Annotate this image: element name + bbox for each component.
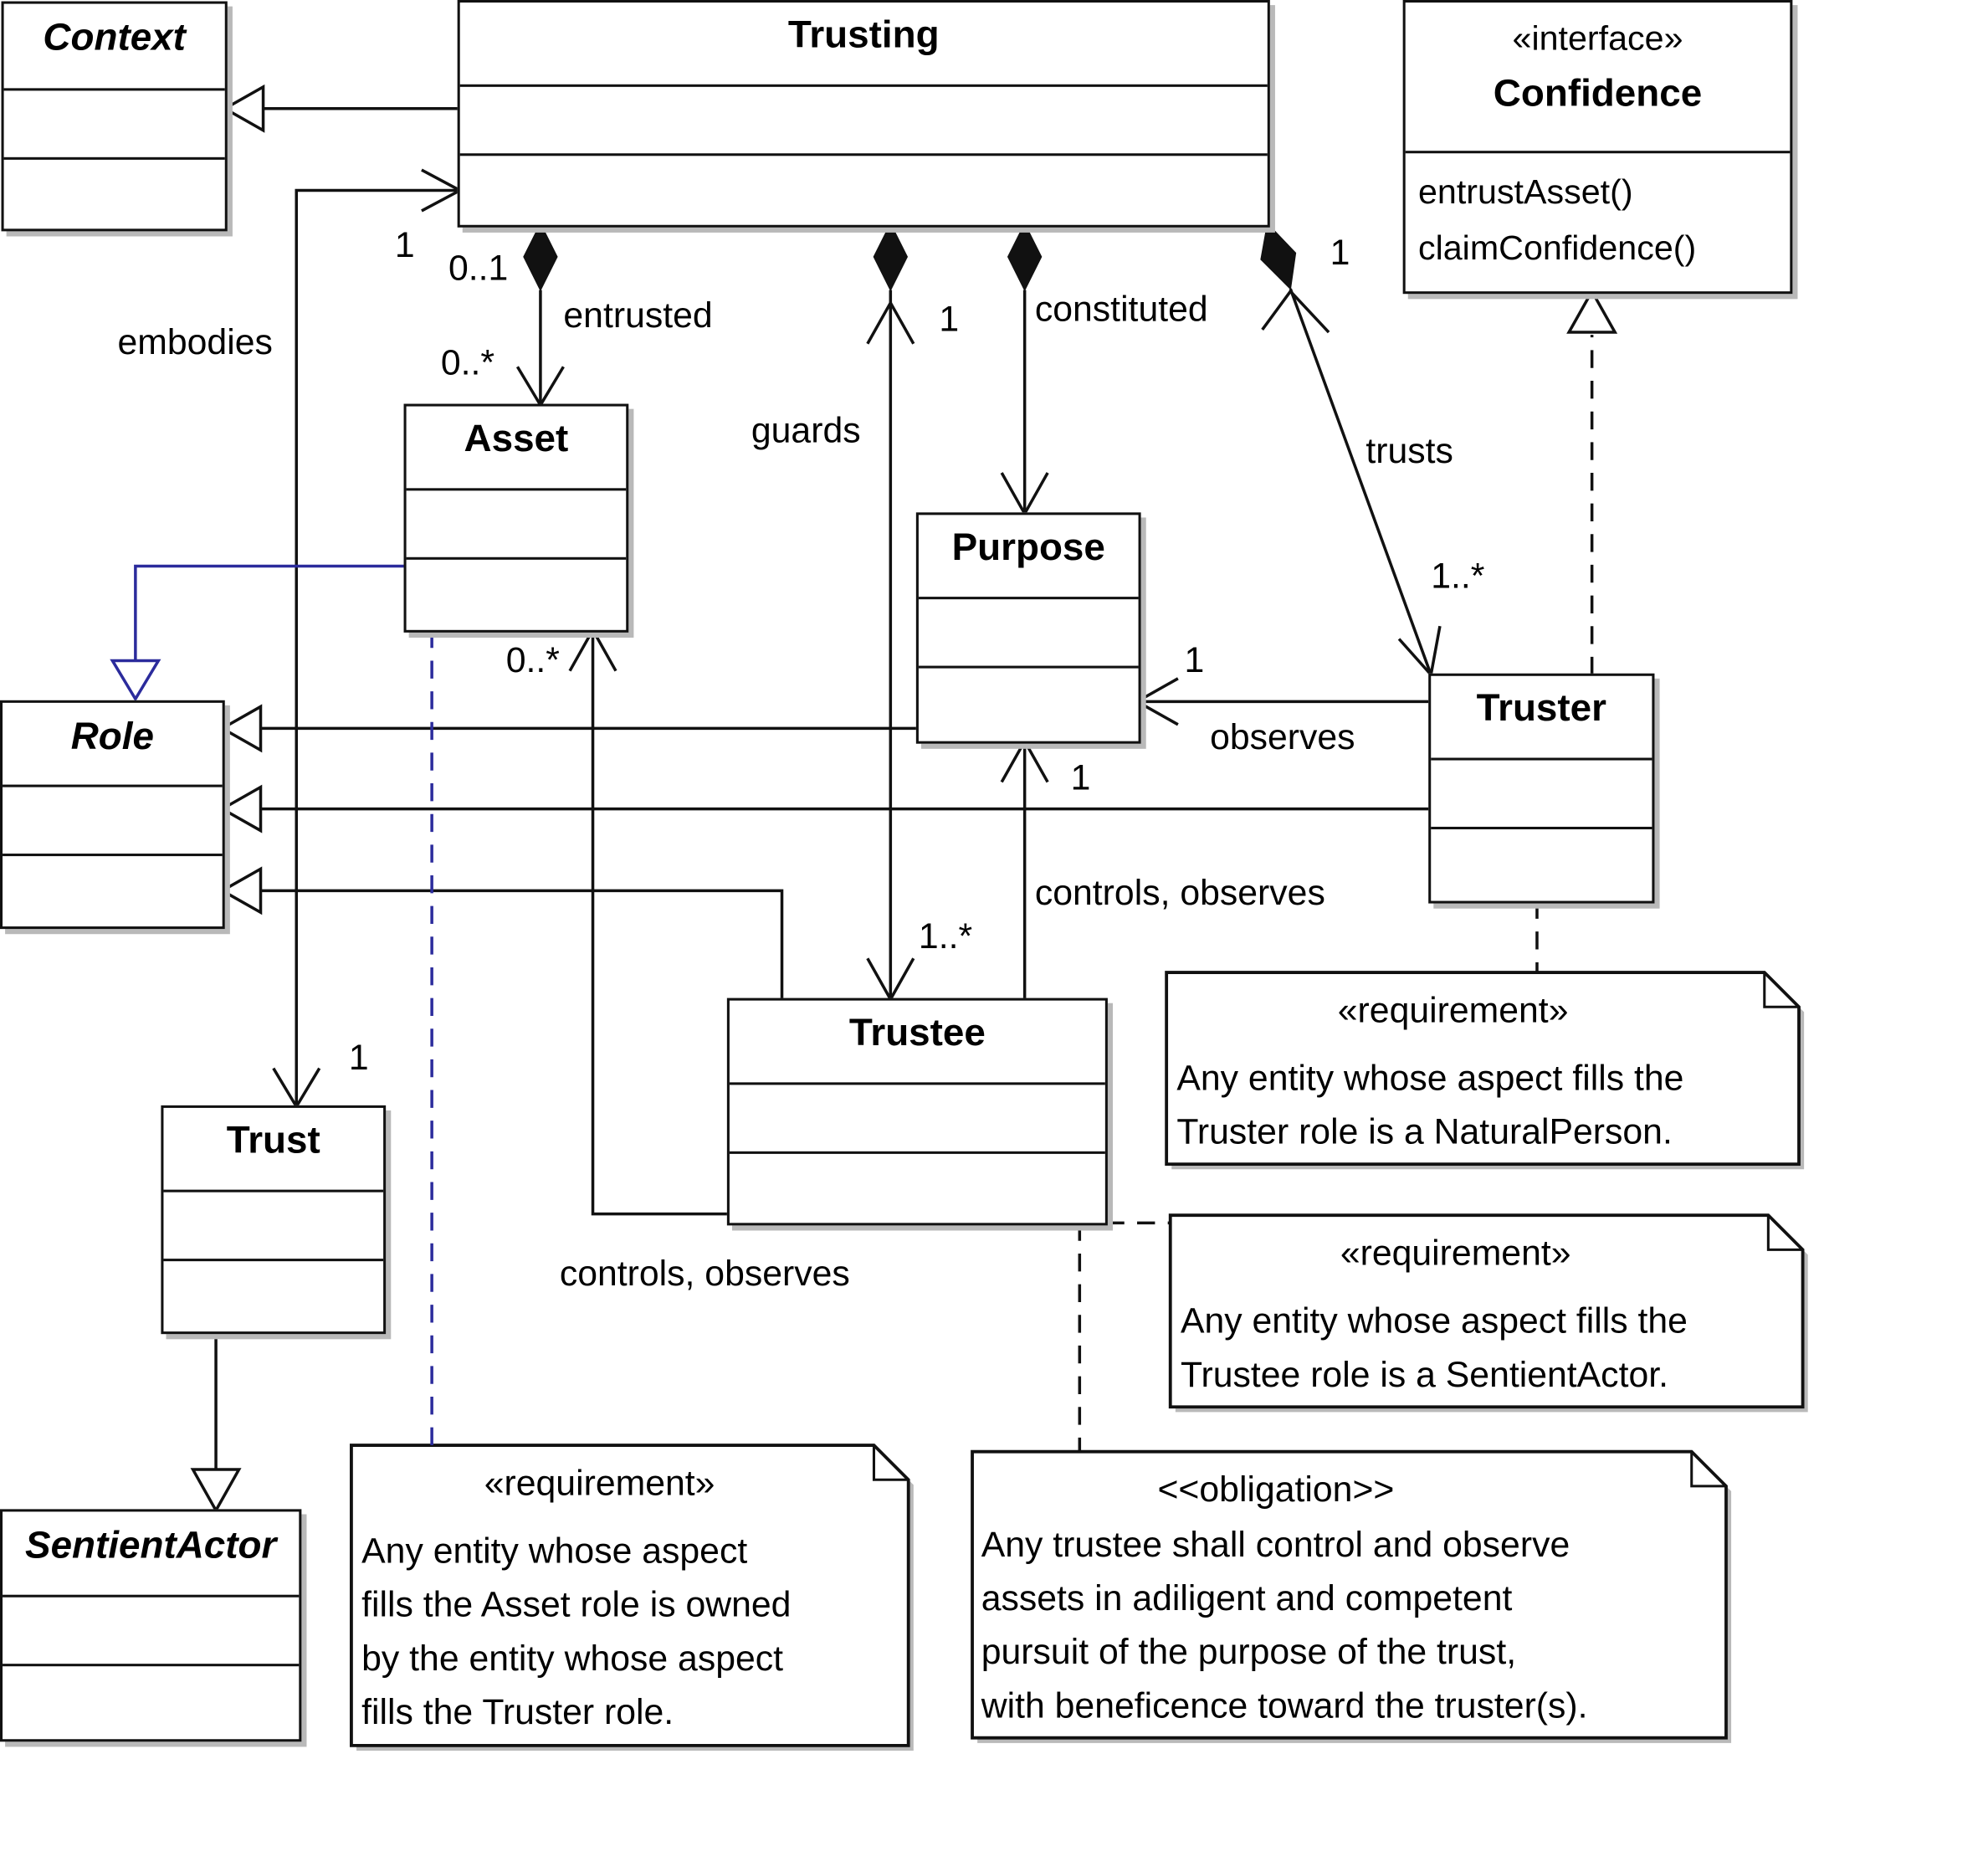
note-asset-line: fills the Truster role.: [361, 1691, 674, 1732]
mult-entrusted-asset: 0..*: [440, 342, 494, 382]
class-role-name: Role: [3, 703, 223, 787]
note-trustee-requirement-shape: [1168, 1213, 1808, 1413]
note-obligation-line: assets in adiligent and competent: [981, 1577, 1513, 1618]
note-truster-text: Any entity whose aspect fills the Truste…: [1176, 1052, 1683, 1159]
mult-trusts-trusting: 1: [1330, 232, 1350, 273]
note-asset-stereotype: «requirement»: [484, 1463, 715, 1503]
class-trusting-attributes: [459, 85, 1268, 156]
sentientactor-generalization-head: [190, 1468, 242, 1514]
role-generalization-head-truster: [219, 784, 263, 833]
class-confidence-header: «interface» Confidence: [1405, 3, 1791, 154]
class-purpose-attributes: [918, 597, 1139, 669]
note-obligation-shape: [971, 1449, 1732, 1743]
class-trust-name: Trust: [163, 1108, 384, 1192]
class-context: Context: [1, 1, 228, 232]
class-asset-attributes: [406, 488, 627, 560]
class-truster-name: Truster: [1431, 676, 1652, 761]
class-truster-attributes: [1431, 758, 1652, 830]
confidence-realization-head: [1566, 288, 1618, 334]
note-asset-line: fills the Asset role is owned: [361, 1584, 792, 1624]
composition-diamond-guards: [873, 222, 909, 292]
composition-diamond-constituted: [1007, 222, 1043, 292]
note-truster-line: Truster role is a NaturalPerson.: [1176, 1111, 1673, 1151]
association-embodies-line: [295, 188, 460, 1107]
label-observes: observes: [1210, 716, 1355, 756]
class-context-attributes: [3, 88, 225, 160]
context-generalization-head: [222, 84, 265, 133]
note-trustee-line: Any entity whose aspect fills the: [1180, 1300, 1688, 1341]
note-trustee-text: Any entity whose aspect fills the Truste…: [1181, 1295, 1688, 1402]
mult-guards-trustee: 1..*: [918, 915, 973, 957]
note-trustee-line: Trustee role is a SentientActor.: [1180, 1354, 1668, 1394]
class-trustee: Trustee: [726, 998, 1108, 1226]
guards-arrowhead-trusting: [866, 300, 915, 345]
generalization-trustee-role-line: [260, 889, 784, 1000]
note-obligation-text: Any trustee shall control and observe as…: [981, 1518, 1588, 1733]
label-trusts: trusts: [1365, 430, 1453, 470]
mult-trusts-truster: 1..*: [1431, 556, 1485, 596]
composition-diamond-entrusted: [523, 222, 558, 292]
mult-controls-purpose: 1: [1070, 757, 1091, 798]
note-asset-line: by the entity whose aspect: [361, 1638, 784, 1678]
mult-embodies-trusting: 1: [394, 224, 415, 265]
class-confidence: «interface» Confidence entrustAsset() cl…: [1402, 0, 1793, 295]
class-trust-attributes: [163, 1190, 384, 1262]
class-trustee-name: Trustee: [729, 1001, 1105, 1085]
class-sentient-actor-name: SentientActor: [3, 1511, 300, 1598]
operation-claim-confidence: claimConfidence(): [1417, 228, 1697, 268]
mult-observes-purpose: 1: [1184, 640, 1205, 680]
label-embodies: embodies: [117, 321, 273, 362]
class-asset: Asset: [403, 403, 629, 633]
note-truster-requirement-shape: [1165, 971, 1805, 1170]
generalization-asset-role-line: [134, 564, 406, 661]
note-obligation-line: pursuit of the purpose of the trust,: [981, 1631, 1517, 1672]
note-asset-line: Any entity whose aspect: [361, 1531, 748, 1571]
class-trust: Trust: [161, 1105, 387, 1335]
class-confidence-stereotype: «interface»: [1512, 18, 1683, 58]
class-trusting: Trusting: [457, 0, 1270, 228]
label-trustee-purpose: controls, observes: [1034, 872, 1325, 913]
note-asset-text: Any entity whose aspect fills the Asset …: [361, 1525, 791, 1740]
mult-controls-asset: 0..*: [505, 640, 560, 680]
class-asset-name: Asset: [406, 407, 627, 491]
class-sentient-actor-attributes: [3, 1595, 300, 1667]
mult-embodies-trust: 1: [348, 1037, 369, 1078]
note-truster-stereotype: «requirement»: [1337, 990, 1569, 1030]
composition-diamond-trusts: [1260, 222, 1297, 290]
class-sentient-actor: SentientActor: [0, 1509, 302, 1742]
label-entrusted: entrusted: [563, 295, 713, 336]
note-obligation-line: with beneficence toward the truster(s).: [981, 1685, 1588, 1726]
association-trustee-asset-line: [591, 629, 730, 1216]
note-trustee-stereotype: «requirement»: [1340, 1233, 1571, 1273]
class-context-name: Context: [3, 4, 225, 91]
mult-entrusted-trusting: 0..1: [448, 248, 509, 288]
mult-guards-trusting: 1: [939, 299, 960, 339]
note-obligation-line: Any trustee shall control and observe: [981, 1524, 1570, 1565]
class-trustee-attributes: [729, 1082, 1105, 1154]
note-truster-line: Any entity whose aspect fills the: [1176, 1058, 1684, 1098]
class-confidence-name: Confidence: [1493, 73, 1703, 115]
role-generalization-head-trustee: [219, 866, 263, 915]
association-trusts-line: [1289, 288, 1432, 675]
role-generalization-head-purpose: [219, 704, 263, 753]
label-constituted: constituted: [1034, 289, 1208, 329]
class-role-attributes: [3, 785, 223, 857]
note-asset-requirement-shape: [350, 1444, 914, 1751]
trusts-arrowhead-truster: [1397, 625, 1442, 679]
label-trustee-asset: controls, observes: [559, 1253, 850, 1294]
class-purpose: Purpose: [915, 512, 1141, 744]
note-obligation-stereotype: <<obligation>>: [1157, 1469, 1395, 1510]
class-trusting-name: Trusting: [459, 3, 1268, 87]
class-truster: Truster: [1428, 673, 1655, 904]
class-purpose-name: Purpose: [918, 515, 1139, 600]
trusts-arrowhead-trusting: [1261, 289, 1330, 334]
class-role: Role: [0, 700, 225, 930]
operation-entrust-asset: entrustAsset(): [1417, 172, 1633, 211]
label-guards: guards: [751, 410, 861, 450]
class-confidence-operations: entrustAsset() claimConfidence(): [1418, 163, 1790, 275]
asset-role-generalization-head: [110, 659, 161, 702]
